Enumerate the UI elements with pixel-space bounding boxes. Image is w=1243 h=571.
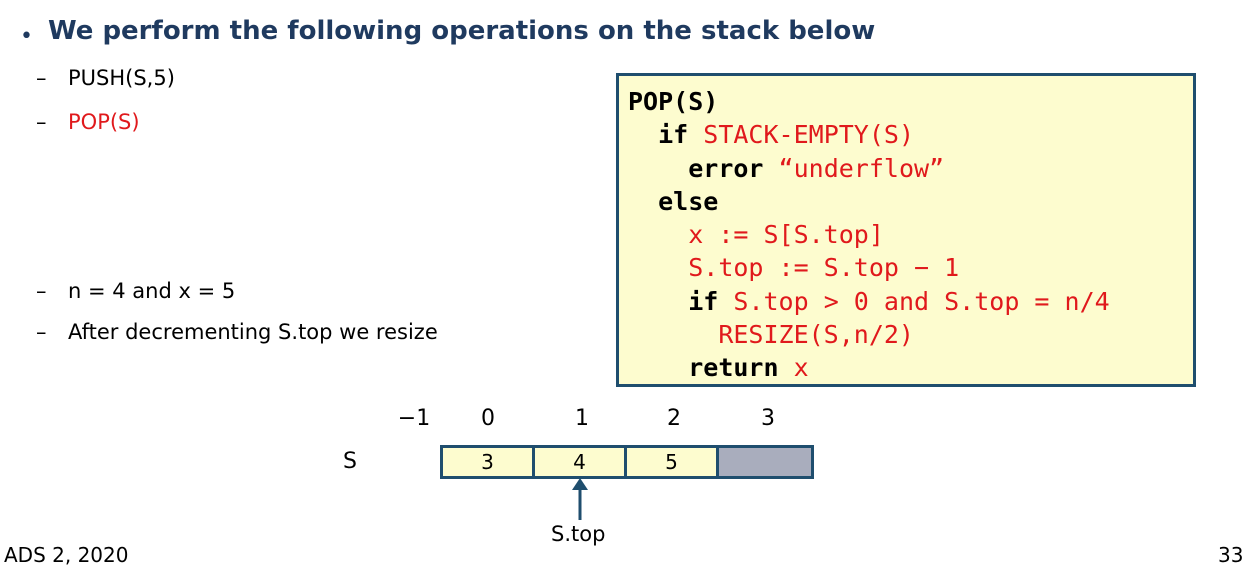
code-line-if2: if S.top > 0 and S.top = n/4 [628, 285, 1193, 318]
array-index-3: 3 [761, 406, 775, 431]
code-kw-if-2: if [688, 286, 719, 316]
code-decrement: S.top := S.top − 1 [688, 253, 960, 283]
array-cell-2: 5 [627, 448, 719, 476]
operation-pop: –POP(S) [36, 110, 140, 134]
array-index-2: 2 [667, 406, 681, 431]
code-header: POP(S) [628, 87, 719, 116]
dash: – [36, 320, 47, 344]
code-line-assign: x := S[S.top] [628, 218, 1193, 251]
array-index-0: 0 [481, 406, 495, 431]
operation-pop-text: POP(S) [68, 110, 140, 134]
code-line-else: else [628, 185, 1193, 218]
dash: – [36, 66, 47, 90]
operation-push: –PUSH(S,5) [36, 66, 175, 90]
code-cond-empty: STACK-EMPTY(S) [703, 120, 914, 150]
array-cell-1: 4 [535, 448, 627, 476]
array-index-1: 1 [575, 406, 589, 431]
dash: – [36, 279, 47, 303]
code-line-decr: S.top := S.top − 1 [628, 251, 1193, 284]
code-kw-return: return [688, 353, 779, 383]
code-cond-resize: S.top > 0 and S.top = n/4 [733, 286, 1110, 316]
code-error-msg: “underflow” [778, 153, 945, 183]
code-line-if: if STACK-EMPTY(S) [628, 118, 1193, 151]
bullet-dot: • [20, 24, 33, 49]
operation-push-text: PUSH(S,5) [68, 66, 175, 90]
note-values: –n = 4 and x = 5 [36, 279, 235, 303]
array-label: S [343, 449, 357, 474]
page-number: 33 [1218, 543, 1243, 567]
code-kw-else: else [658, 186, 719, 216]
code-line-return: return x [628, 351, 1193, 384]
top-pointer-arrow-icon [572, 478, 588, 520]
code-return-value: x [793, 353, 809, 383]
pointer-label: S.top [551, 522, 606, 546]
array-cell-3-empty [719, 448, 811, 476]
code-kw-if: if [658, 120, 689, 150]
footer-course: ADS 2, 2020 [4, 543, 129, 567]
dash: – [36, 110, 47, 134]
note-resize-text: After decrementing S.top we resize [68, 320, 438, 344]
code-resize-call: RESIZE(S,n/2) [718, 320, 914, 350]
code-assign-x: x := S[S.top] [688, 220, 884, 250]
note-resize: –After decrementing S.top we resize [36, 320, 438, 344]
code-line-resize: RESIZE(S,n/2) [628, 318, 1193, 351]
stack-array: 3 4 5 [440, 445, 814, 479]
code-line-header: POP(S) [628, 85, 1193, 118]
array-index-minus1: −1 [397, 406, 431, 431]
array-cell-0: 3 [443, 448, 535, 476]
pop-pseudocode-box: POP(S) if STACK-EMPTY(S) error “underflo… [616, 73, 1196, 387]
code-kw-error: error [688, 153, 764, 183]
note-values-text: n = 4 and x = 5 [68, 279, 236, 303]
code-line-error: error “underflow” [628, 152, 1193, 185]
slide-heading: We perform the following operations on t… [48, 16, 876, 46]
